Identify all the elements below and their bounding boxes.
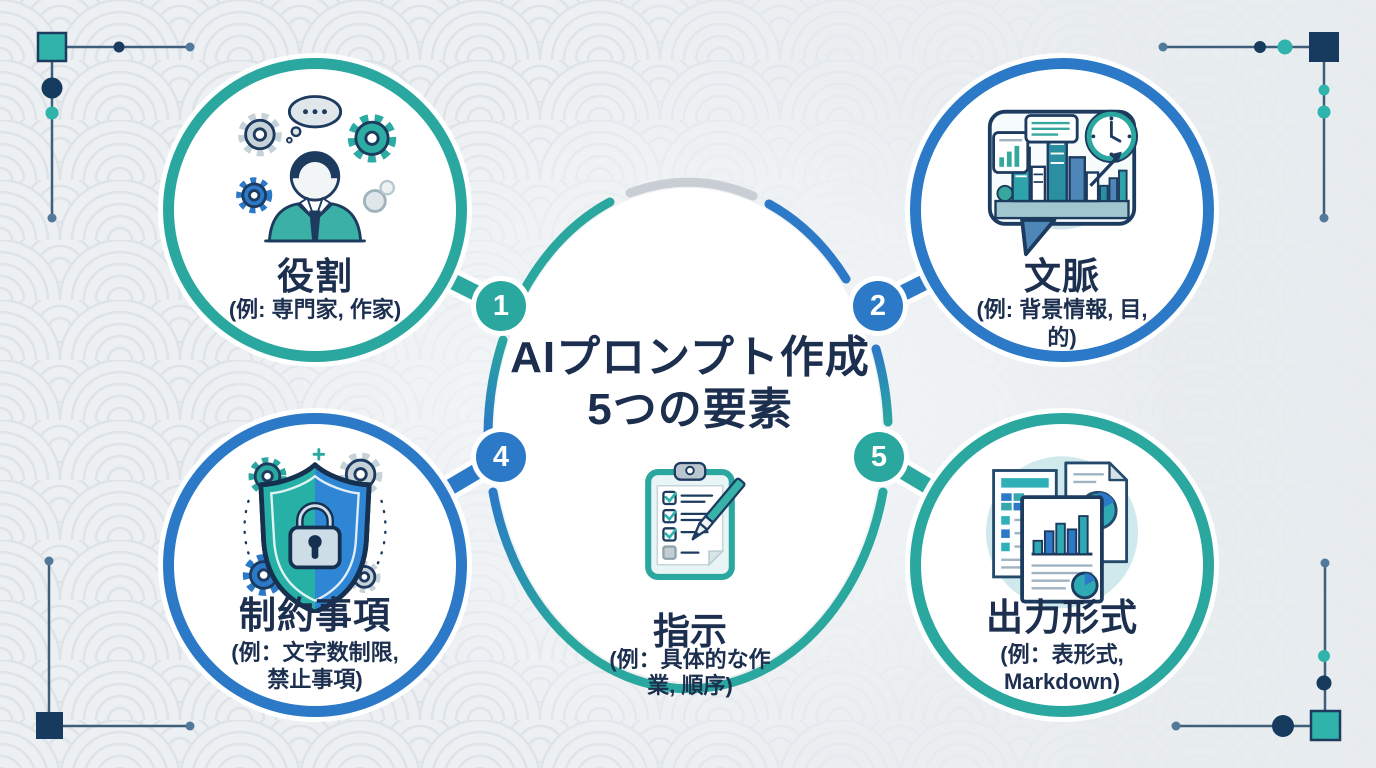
shield-lock-icon [242,448,387,613]
main-title-line1: AIプロンプト作成 [510,333,870,382]
center-hub-fill [494,188,882,682]
corner-decoration-top-right [1158,32,1339,223]
node-example: 的) [1047,325,1077,350]
node-circle-context: 文脈 (例: 背景情報, 目, 的) [910,58,1214,362]
badge-4: 4 [476,432,526,482]
gear-blue [236,177,273,214]
clipboard-checklist-icon [645,461,746,580]
node-example: (例：表形式, [1000,642,1124,667]
node-example: 禁止事項) [267,667,363,692]
main-title-line2: 5つの要素 [587,385,793,434]
center-ring-arcs [483,177,893,694]
city-context-icon [987,109,1138,257]
node-label: 役割 [277,256,353,297]
node-label: 出力形式 [986,597,1138,638]
node-example: (例：文字数制限, [231,640,399,665]
node-circle-constraints: 制約事項 (例：文字数制限, 禁止事項) [163,413,467,717]
main-title: AIプロンプト作成 5つの要素 [478,332,902,436]
gear-teal [347,114,397,163]
person-gears-icon [236,95,397,243]
node-label: 制約事項 [239,595,391,636]
node-label: 文脈 [1024,256,1100,297]
center-node-example: (例：具体的な作 [609,647,771,672]
node-example: (例: 専門家, 作家) [228,297,402,322]
corner-decoration-bottom-left [36,556,195,739]
corner-decoration-bottom-right [1171,558,1342,742]
badge-1: 1 [476,281,526,331]
corner-decoration-top-left [36,31,195,223]
center-node-example: 業, 順序) [647,673,733,698]
center-node-label: 指示 [653,611,727,652]
badge-2: 2 [853,281,903,331]
badge-5: 5 [854,432,904,482]
node-circle-output-format: 出力形式 (例：表形式, Markdown) [910,413,1214,717]
gear-gray [238,112,282,157]
node-circle-role: 役割 (例: 専門家, 作家) [163,58,467,362]
documents-charts-icon [986,456,1138,609]
node-example: Markdown) [1003,669,1121,694]
node-example: (例: 背景情報, 目, [976,297,1148,322]
